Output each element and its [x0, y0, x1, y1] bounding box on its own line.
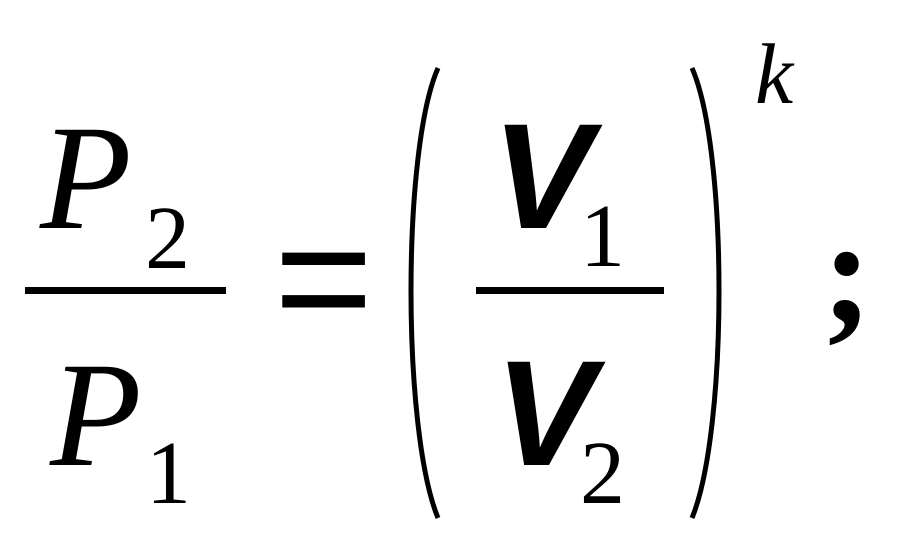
semicolon: ; [822, 189, 872, 355]
left-fraction: P 2 P 1 [25, 95, 226, 523]
left-denominator-subscript: 1 [146, 424, 191, 523]
right-denominator-subscript: 2 [580, 424, 625, 523]
left-fraction-bar [25, 287, 226, 294]
right-fraction: V 1 V 2 [476, 92, 664, 523]
exponent: k [755, 26, 795, 122]
right-denominator-symbol: V [495, 329, 606, 497]
left-parenthesis [408, 66, 441, 519]
right-fraction-bar [476, 287, 664, 294]
left-numerator-subscript: 2 [145, 189, 190, 288]
left-denominator-symbol: P [49, 332, 142, 498]
left-numerator-symbol: P [39, 95, 132, 261]
right-numerator-symbol: V [492, 92, 603, 260]
equals-sign: = [274, 183, 373, 373]
right-parenthesis [689, 66, 722, 519]
right-numerator-subscript: 1 [580, 187, 625, 286]
